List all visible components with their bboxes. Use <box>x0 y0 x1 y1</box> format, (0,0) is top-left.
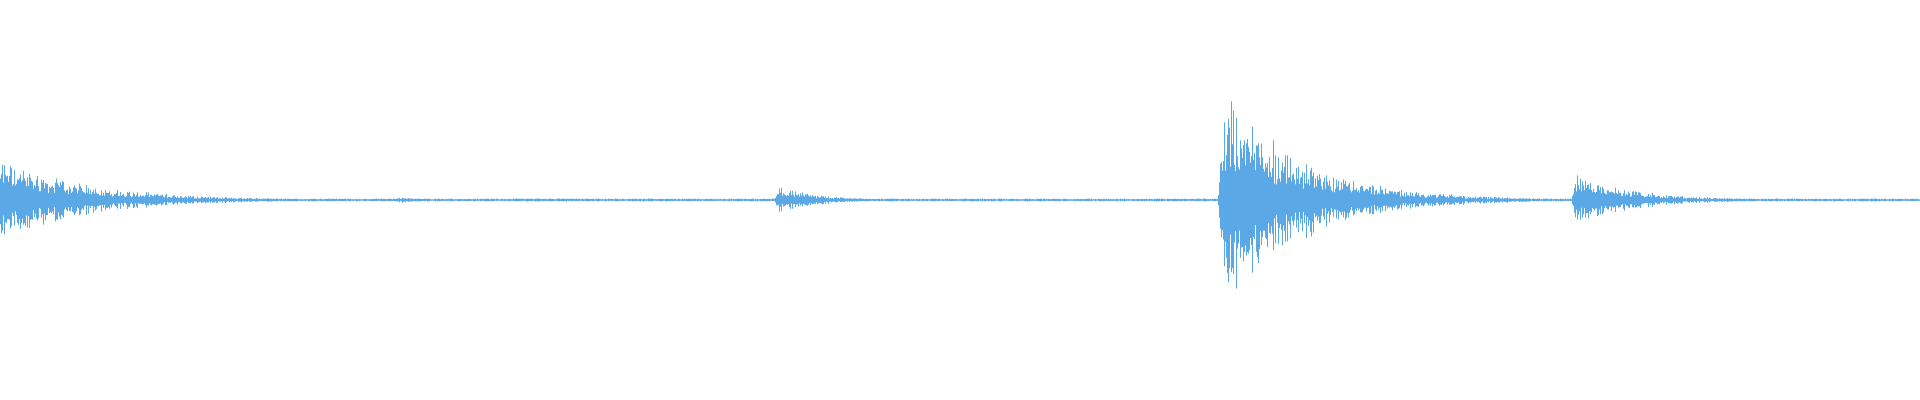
waveform-amplitude-path <box>0 101 1920 289</box>
waveform-bars <box>0 101 1920 289</box>
